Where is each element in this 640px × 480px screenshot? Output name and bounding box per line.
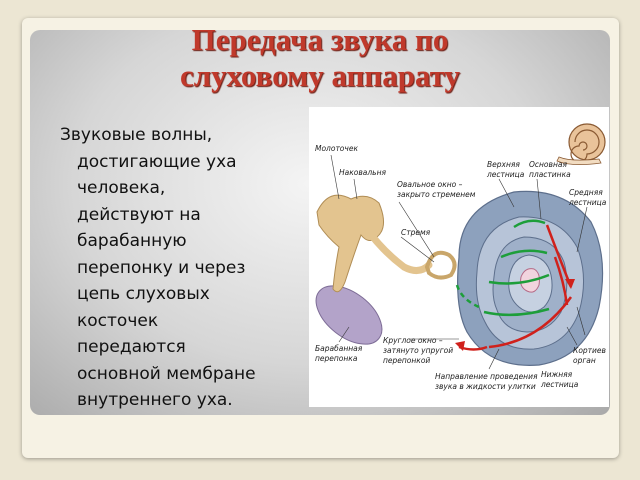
label-oval-window-1: Овальное окно –: [397, 180, 463, 189]
title-line-2: слуховому аппарату: [179, 58, 461, 93]
body-line: Звуковые волны,: [60, 125, 213, 145]
label-corti-1: Кортиев: [573, 346, 606, 355]
label-scala-media-2: лестница: [568, 198, 607, 207]
label-eardrum-2: перепонка: [315, 354, 358, 363]
body-line: перепонку и через: [77, 257, 246, 278]
body-line: косточек: [77, 310, 159, 331]
malleus-incus-shape: [316, 194, 384, 293]
body-line: достигающие уха: [77, 151, 237, 172]
label-incus: Наковальня: [339, 168, 386, 177]
body-line: человека,: [77, 178, 166, 198]
label-scala-tympani-2: лестница: [540, 380, 579, 389]
label-round-window-2: затянуто упругой: [383, 346, 453, 355]
body-line: внутреннего уха.: [77, 390, 233, 410]
label-oval-window-2: закрыто стременем: [397, 190, 476, 199]
label-round-window-3: перепонкой: [383, 356, 430, 365]
slide-title: Передача звука по слуховому аппарату: [100, 22, 540, 94]
cochlea-shape: [457, 190, 604, 366]
sound-path-arrows-red: [455, 224, 575, 351]
body-line: действуют на: [77, 204, 201, 225]
label-scala-vestibuli-2: лестница: [486, 170, 525, 179]
body-line: основной мембране: [77, 363, 256, 384]
label-basilar-1: Основная: [529, 160, 567, 169]
body-line: цепь слуховых: [77, 284, 210, 304]
label-scala-media-1: Средняя: [569, 188, 603, 197]
label-scala-vestibuli-1: Верхняя: [487, 160, 520, 169]
label-direction-2: звука в жидкости улитки: [435, 382, 536, 391]
body-line: барабанную: [77, 231, 187, 251]
snail-icon: [556, 123, 606, 165]
label-scala-tympani-1: Нижняя: [541, 370, 573, 379]
label-eardrum-1: Барабанная: [315, 344, 363, 353]
label-basilar-2: пластинка: [529, 170, 571, 179]
label-direction-1: Направление проведения: [435, 372, 538, 381]
ear-diagram: Молоточек Наковальня Овальное окно – зак…: [309, 107, 609, 407]
title-line-1: Передача звука по: [191, 22, 449, 57]
sound-path-arrows-green: [455, 219, 550, 317]
ear-diagram-svg: Молоточек Наковальня Овальное окно – зак…: [315, 123, 607, 391]
leader-lines: [330, 154, 588, 370]
label-malleus: Молоточек: [315, 144, 358, 153]
body-paragraph: Звуковые волны, достигающие уха человека…: [60, 122, 327, 414]
body-line: передаются: [77, 337, 186, 357]
eardrum-shape: [315, 285, 383, 345]
label-stapes: Стремя: [401, 228, 431, 237]
stapes-shape: [424, 250, 457, 280]
label-corti-2: орган: [573, 356, 596, 365]
label-round-window-1: Круглое окно –: [383, 336, 443, 345]
